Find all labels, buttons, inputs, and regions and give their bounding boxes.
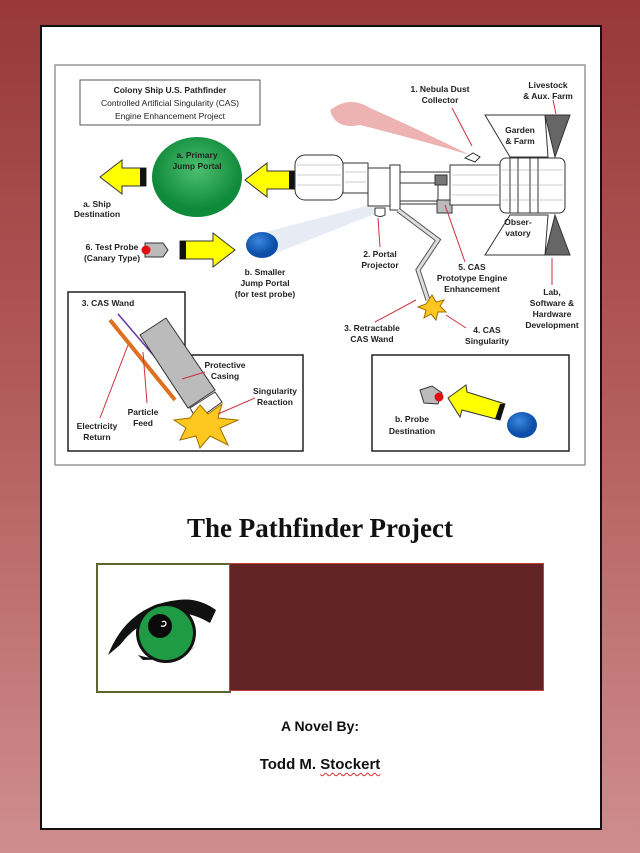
garden-label: Garden bbox=[505, 125, 535, 135]
cas-singularity-label: 4. CAS bbox=[473, 325, 501, 335]
eye-icon bbox=[108, 599, 216, 663]
test-probe-label: 6. Test Probe bbox=[86, 242, 139, 252]
author-name: Todd M. Stockert bbox=[0, 756, 640, 773]
garden-label: & Farm bbox=[505, 136, 535, 146]
byline-label: A Novel By: bbox=[280, 718, 360, 734]
portal-projector-label: 2. Portal bbox=[363, 249, 397, 259]
ship-destination-label: a. Ship bbox=[83, 199, 111, 209]
title-banner bbox=[229, 563, 544, 691]
ship-hull-stripes bbox=[297, 164, 563, 201]
smaller-jump-portal bbox=[246, 232, 278, 258]
ship-destination-label: Destination bbox=[74, 209, 120, 219]
lab-label: Software & bbox=[530, 298, 574, 308]
portal-projector-label: Projector bbox=[361, 260, 399, 270]
observatory-label: vatory bbox=[505, 228, 531, 238]
singularity-reaction-icon bbox=[172, 402, 240, 450]
singularity-reaction-label: Reaction bbox=[257, 397, 293, 407]
primary-portal-label: a. Primary bbox=[176, 150, 217, 160]
lab-label: Development bbox=[525, 320, 579, 330]
cas-prototype-label: Prototype Engine bbox=[437, 273, 508, 283]
protective-casing-label: Casing bbox=[211, 371, 239, 381]
nebula-collector-label: Collector bbox=[422, 95, 460, 105]
singularity-burst-icon bbox=[416, 294, 448, 322]
livestock-label: Livestock bbox=[528, 80, 567, 90]
title-line-1: Colony Ship U.S. Pathfinder bbox=[114, 85, 228, 95]
probe-inset bbox=[371, 354, 570, 452]
retractable-wand-label: CAS Wand bbox=[350, 334, 393, 344]
diagram-title-box: Colony Ship U.S. Pathfinder Controlled A… bbox=[79, 79, 261, 126]
electricity-return-label: Return bbox=[83, 432, 110, 442]
projector-beam bbox=[262, 205, 380, 257]
smaller-portal-label: Jump Portal bbox=[240, 278, 289, 288]
nebula-collector-label: 1. Nebula Dust bbox=[410, 84, 469, 94]
lab-label: Hardware bbox=[533, 309, 572, 319]
retractable-wand-label: 3. Retractable bbox=[344, 323, 400, 333]
probe-destination-label: b. Probe bbox=[395, 414, 429, 424]
primary-jump-portal bbox=[152, 137, 242, 217]
protective-casing-label: Protective bbox=[204, 360, 245, 370]
primary-portal-label: Jump Portal bbox=[172, 161, 221, 171]
cas-singularity-label: Singularity bbox=[465, 336, 509, 346]
title-line-2: Controlled Artificial Singularity (CAS) bbox=[101, 98, 239, 108]
particle-feed-label: Feed bbox=[133, 418, 153, 428]
author-last-name: Stockert bbox=[320, 756, 381, 773]
lab-label: Lab, bbox=[543, 287, 560, 297]
smaller-portal-label: (for test probe) bbox=[235, 289, 296, 299]
nebula-plume bbox=[330, 101, 470, 155]
smaller-portal-label: b. Smaller bbox=[245, 267, 286, 277]
cas-prototype-label: Enhancement bbox=[444, 284, 500, 294]
livestock-label: & Aux. Farm bbox=[523, 91, 573, 101]
arrow-left-icon bbox=[99, 158, 147, 196]
probe-destination-label: Destination bbox=[389, 426, 435, 436]
book-title: The Pathfinder Project bbox=[187, 513, 453, 543]
arrow-right-icon bbox=[179, 231, 236, 269]
wand-inset bbox=[67, 291, 304, 452]
cas-prototype-label: 5. CAS bbox=[458, 262, 486, 272]
particle-feed-label: Particle bbox=[128, 407, 159, 417]
title-line-3: Engine Enhancement Project bbox=[115, 111, 226, 121]
wand-inset-title: 3. CAS Wand bbox=[82, 298, 135, 308]
observatory-label: Obser- bbox=[504, 217, 532, 227]
eye-logo-panel bbox=[96, 563, 231, 693]
probe-icon bbox=[141, 242, 169, 258]
electricity-return-label: Electricity bbox=[77, 421, 118, 431]
label-pointers bbox=[374, 99, 557, 329]
author-first-name: Todd M. bbox=[259, 756, 321, 773]
test-probe-label: (Canary Type) bbox=[84, 253, 140, 263]
singularity-reaction-label: Singularity bbox=[253, 386, 297, 396]
